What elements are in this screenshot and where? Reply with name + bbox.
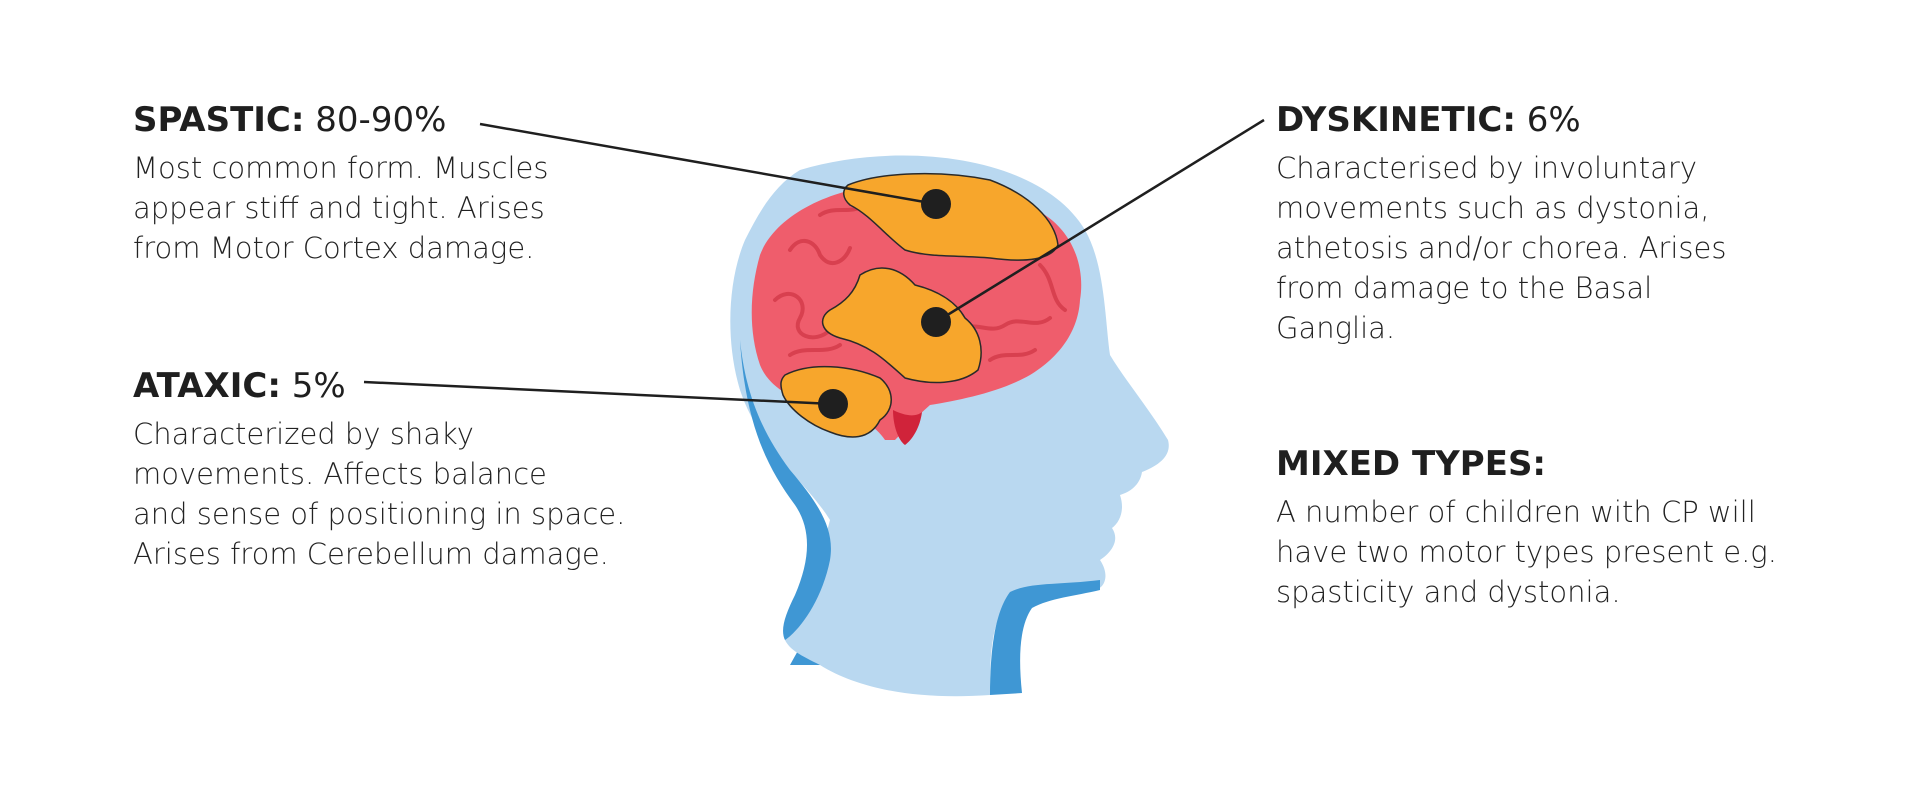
spastic-description-line: Most common form. Muscles [133,151,549,185]
mixed-types-label: MIXED TYPES: [1276,444,1547,484]
dyskinetic-description-line: athetosis and/or chorea. Arises [1276,231,1727,265]
spastic-description: Most common form. Muscles appear stiff a… [133,148,549,268]
ataxic-description: Characterized by shaky movements. Affect… [133,414,625,574]
spastic-type-label: SPASTIC: [133,100,305,140]
dyskinetic-description-line: from damage to the Basal [1276,271,1653,305]
dyskinetic-callout: DYSKINETIC: 6% Characterised by involunt… [1276,98,1726,348]
mixed-types-description-line: spasticity and dystonia. [1276,575,1621,609]
dyskinetic-leader-line [935,118,1265,324]
dyskinetic-marker-dot [921,307,951,337]
mixed-types-callout: MIXED TYPES: A number of children with C… [1276,442,1777,612]
ataxic-percentage: 5% [291,366,346,406]
basal-ganglia-region [821,267,982,384]
mixed-types-description-line: have two motor types present e.g. [1276,535,1777,569]
spastic-callout: SPASTIC: 80-90% Most common form. Muscle… [133,98,549,268]
motor-cortex-region [843,172,1059,261]
dyskinetic-description-line: Characterised by involuntary [1276,151,1697,185]
ataxic-leader-line [363,380,834,406]
ataxic-description-line: movements. Affects balance [133,457,547,491]
dyskinetic-description-line: movements such as dystonia, [1276,191,1710,225]
ataxic-description-line: Arises from Cerebellum damage. [133,537,609,571]
ataxic-type-label: ATAXIC: [133,366,281,406]
neck-front-shadow [990,580,1100,695]
mixed-types-description: A number of children with CP will have t… [1276,492,1777,612]
head-back-edge [740,340,831,640]
dyskinetic-heading: DYSKINETIC: 6% [1276,98,1726,142]
mixed-types-heading: MIXED TYPES: [1276,442,1777,486]
spastic-percentage: 80-90% [315,100,447,140]
spastic-leader-line [479,122,937,206]
ataxic-callout: ATAXIC: 5% Characterized by shaky moveme… [133,364,625,574]
ataxic-heading: ATAXIC: 5% [133,364,625,408]
spastic-description-line: appear stiff and tight. Arises [133,191,545,225]
spastic-description-line: from Motor Cortex damage. [133,231,535,265]
brain-stem [893,410,922,445]
dyskinetic-description: Characterised by involuntary movements s… [1276,148,1726,348]
mixed-types-description-line: A number of children with CP will [1276,495,1756,529]
dyskinetic-percentage: 6% [1526,100,1581,140]
ataxic-description-line: Characterized by shaky [133,417,474,451]
spastic-marker-dot [921,189,951,219]
dyskinetic-type-label: DYSKINETIC: [1276,100,1516,140]
ataxic-description-line: and sense of positioning in space. [133,497,626,531]
spastic-heading: SPASTIC: 80-90% [133,98,549,142]
dyskinetic-description-line: Ganglia. [1276,311,1396,345]
ataxic-marker-dot [818,389,848,419]
